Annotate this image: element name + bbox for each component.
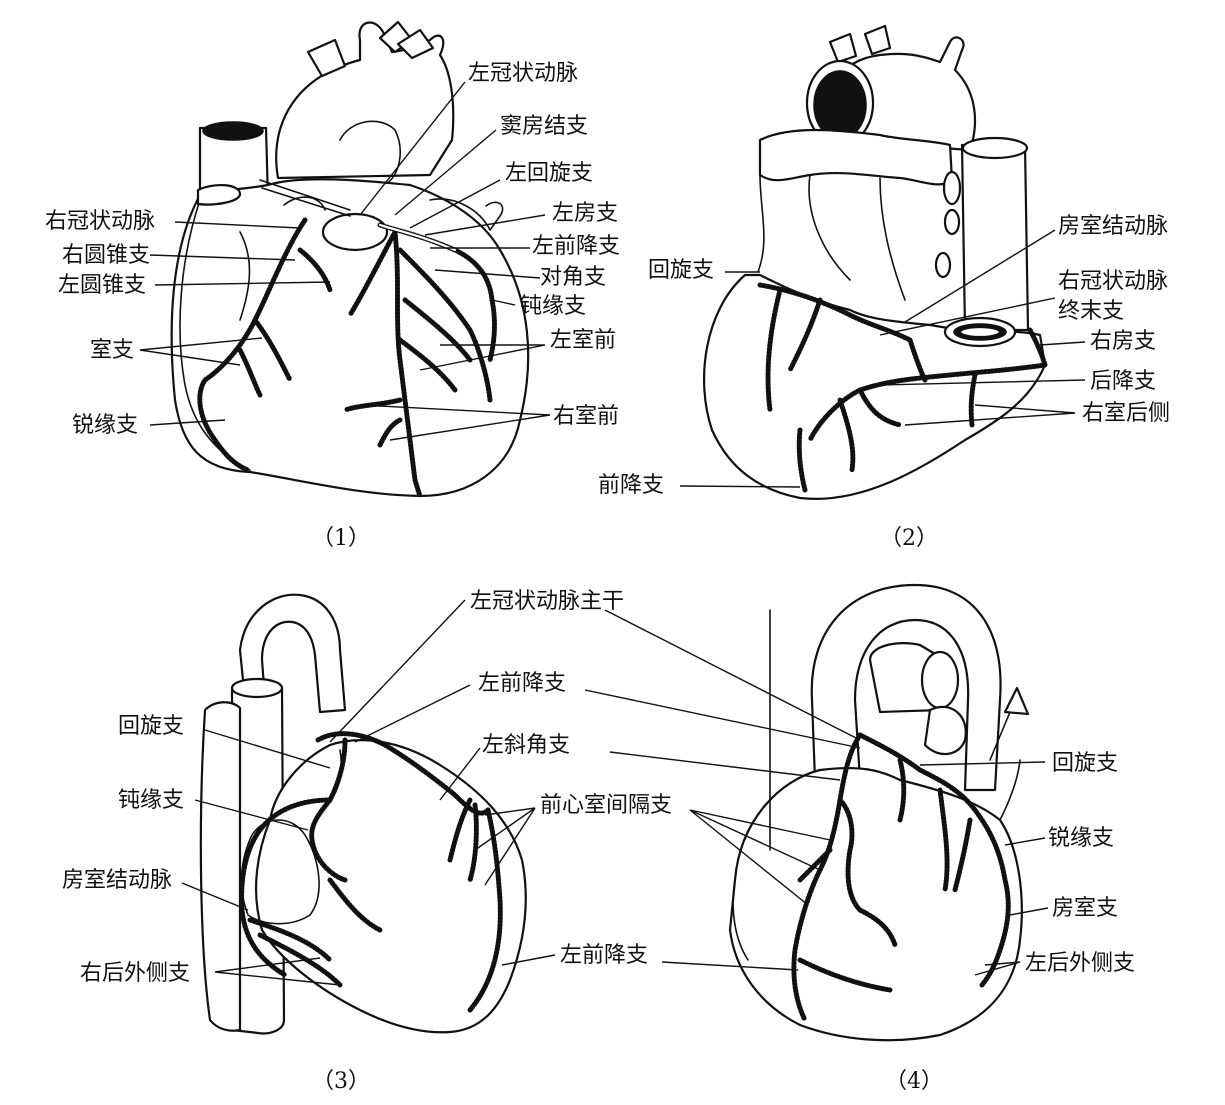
panel-1-caption: （1）: [312, 526, 370, 551]
panel-3-caption: （3）: [312, 1069, 370, 1094]
label-left-anterior-descending-3b: 左前降支: [560, 943, 648, 968]
label-left-anterior-descending-3a: 左前降支: [478, 671, 566, 696]
panel-4-labels: 回旋支 锐缘支 房室支 左后外侧支: [1025, 751, 1135, 976]
panel-3-labels: 左冠状动脉主干 左前降支 回旋支 左斜角支 前心室间隔支 钝缘支 房室结动脉 右…: [62, 589, 672, 986]
panel-2-leader-lines: [679, 229, 1086, 488]
label-anterior-left-ventricle: 左室前: [550, 328, 616, 353]
label-right-atrial-branch: 右房支: [1090, 329, 1156, 354]
label-av-node-artery-3: 房室结动脉: [62, 868, 172, 893]
label-left-oblique-branch: 左斜角支: [482, 733, 570, 758]
panel-4: 回旋支 锐缘支 房室支 左后外侧支 （4）: [584, 583, 1135, 1094]
panel-1: 左冠状动脉 窦房结支 左回旋支 左房支 左前降支 对角支 钝缘支 左室前 右室前…: [45, 20, 620, 551]
panel-4-leader-lines: [584, 609, 1049, 976]
label-atrioventricular-branch: 房室支: [1052, 896, 1118, 921]
label-left-anterior-descending: 左前降支: [532, 234, 620, 259]
label-circumflex-branch-3: 回旋支: [118, 714, 184, 739]
label-left-circumflex-branch: 左回旋支: [505, 161, 593, 186]
label-left-conus-branch: 左圆锥支: [58, 273, 146, 298]
panel-1-leader-lines: [139, 81, 551, 441]
label-diagonal-branch: 对角支: [540, 265, 606, 290]
label-right-conus-branch: 右圆锥支: [62, 243, 150, 268]
panel-2-labels: 房室结动脉 回旋支 右冠状动脉 终末支 右房支 后降支 右室后侧 前降支: [598, 214, 1170, 498]
label-anterior-descending: 前降支: [598, 473, 664, 498]
label-left-coronary-artery: 左冠状动脉: [468, 61, 578, 86]
label-left-main-coronary-trunk: 左冠状动脉主干: [470, 589, 624, 614]
panel-1-heart-drawing: [170, 20, 530, 499]
label-acute-marginal-branch: 锐缘支: [72, 413, 138, 438]
label-sinoatrial-node-branch: 窦房结支: [500, 114, 588, 139]
panel-2-heart-drawing: [703, 24, 1048, 500]
label-terminal-branch: 终末支: [1058, 299, 1124, 324]
label-acute-marginal-branch-4: 锐缘支: [1048, 826, 1114, 851]
label-obtuse-marginal-branch: 钝缘支: [520, 294, 586, 319]
panel-2-caption: （2）: [880, 526, 938, 551]
label-right-coronary-artery-2: 右冠状动脉: [1058, 269, 1168, 294]
label-av-node-artery: 房室结动脉: [1058, 214, 1168, 239]
label-anterior-right-ventricle: 右室前: [553, 404, 619, 429]
label-posterolateral-right-ventricle: 右室后侧: [1082, 401, 1170, 426]
panel-2: 房室结动脉 回旋支 右冠状动脉 终末支 右房支 后降支 右室后侧 前降支 （2）: [598, 24, 1170, 551]
label-circumflex-branch: 回旋支: [648, 258, 714, 283]
label-right-posterolateral-branch: 右后外侧支: [80, 961, 190, 986]
label-left-atrial-branch: 左房支: [552, 201, 618, 226]
label-left-posterolateral-branch: 左后外侧支: [1025, 951, 1135, 976]
label-posterior-descending: 后降支: [1090, 369, 1156, 394]
panel-1-labels: 左冠状动脉 窦房结支 左回旋支 左房支 左前降支 对角支 钝缘支 左室前 右室前…: [45, 61, 620, 438]
label-right-coronary-artery: 右冠状动脉: [45, 209, 155, 234]
panel-3-heart-drawing: [199, 593, 527, 1035]
label-anterior-septal-branches: 前心室间隔支: [540, 793, 672, 818]
panel-3-leader-lines: [181, 599, 556, 986]
panel-4-caption: （4）: [885, 1069, 943, 1094]
label-circumflex-branch-4: 回旋支: [1052, 751, 1118, 776]
label-ventricular-branches: 室支: [90, 338, 134, 363]
label-obtuse-marginal-branch-3: 钝缘支: [118, 788, 184, 813]
panel-3: 左冠状动脉主干 左前降支 回旋支 左斜角支 前心室间隔支 钝缘支 房室结动脉 右…: [62, 589, 672, 1094]
